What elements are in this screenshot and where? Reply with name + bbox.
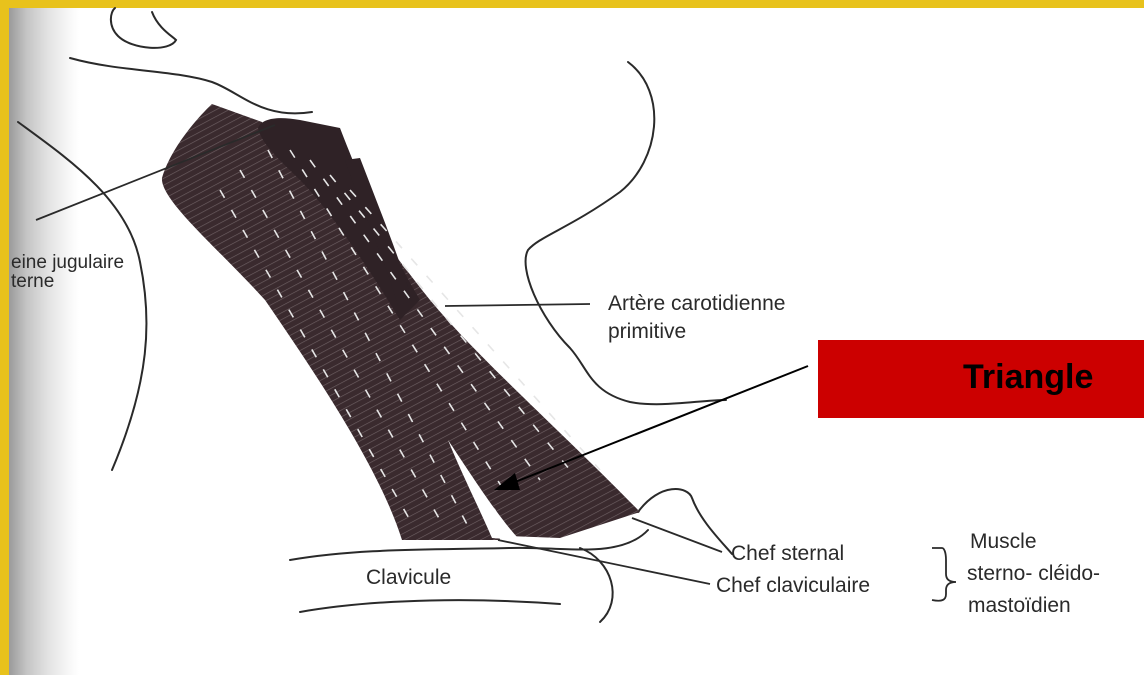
label-veine-jugulaire-line1: eine jugulaire [11,253,124,273]
sternal-leader-line [632,518,722,552]
triangle-arrow-line [510,366,808,484]
label-muscle-line2: sterno- cléido- [967,562,1100,586]
clavicle-lower-contour [300,600,560,612]
label-muscle-line1: Muscle [970,530,1037,554]
label-muscle-line3: mastoïdien [968,594,1071,618]
neck-back-contour [18,122,147,470]
label-clavicule: Clavicule [366,566,451,590]
neck-front-contour [526,62,726,404]
label-chef-claviculaire: Chef claviculaire [716,574,870,598]
label-artere-carotidienne-line2: primitive [608,320,686,344]
shoulder-contour [638,489,732,554]
jaw-contour [70,58,312,113]
brace-sternal-claviculaire [932,548,956,601]
label-veine-jugulaire-line2: terne [11,272,54,292]
chin-contour [111,8,176,48]
artere-leader-line [445,304,590,306]
label-chef-sternal: Chef sternal [731,542,844,566]
triangle-title: Triangle [963,357,1093,397]
clavicle-end-contour [580,548,613,622]
claviculaire-leader-line [498,540,710,584]
label-artere-carotidienne-line1: Artère carotidienne [608,292,785,316]
